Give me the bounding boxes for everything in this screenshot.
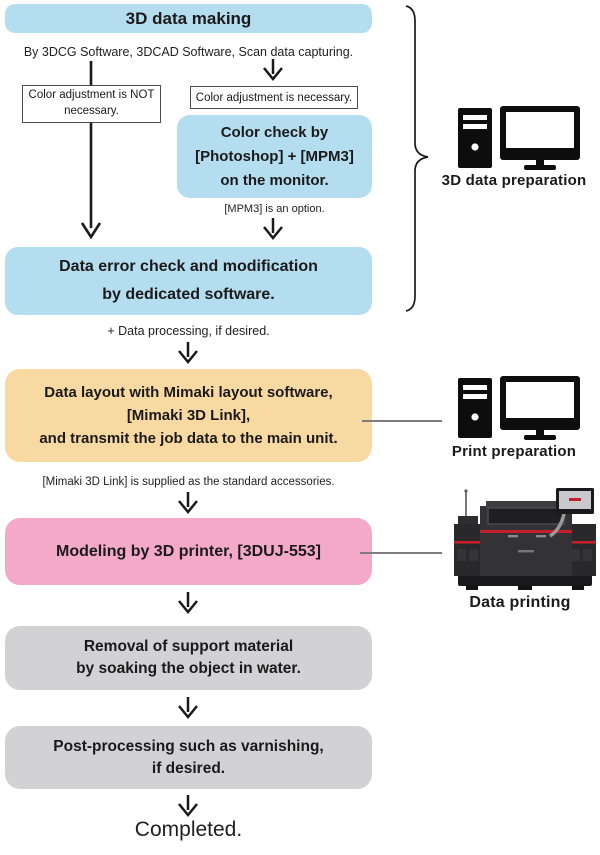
step-label-line: by soaking the object in water. (76, 660, 301, 677)
group-label-data-printing: Data printing (469, 594, 571, 611)
step-label-line: [Photoshop] + [MPM3] (195, 147, 354, 165)
down-arrow-icon (178, 592, 198, 614)
step-label-line: Data layout with Mimaki layout software, (44, 383, 333, 401)
branch-color-adjustment-necessary: Color adjustment is necessary. (190, 86, 358, 109)
step-color-check: Color check by [Photoshop] + [MPM3] on t… (177, 115, 372, 198)
step-label-line: on the monitor. (220, 171, 329, 189)
step-label-line: Data error check and modification (59, 258, 318, 275)
group-label-3d-data-preparation: 3D data preparation (441, 172, 587, 189)
down-arrow-icon (263, 218, 283, 240)
step-label-line: Removal of support material (83, 638, 294, 656)
step-post-processing: Post-processing such as varnishing, if d… (5, 726, 372, 789)
connector-line (362, 420, 442, 422)
step-support-removal: Removal of support material by soaking t… (5, 626, 372, 690)
branch-label-line: Color adjustment is NOT (28, 89, 155, 102)
down-arrow-icon (178, 697, 198, 719)
step-label-line: and transmit the job data to the main un… (39, 430, 338, 448)
desktop-computer-icon (458, 106, 580, 170)
note-3d-link-accessory: [Mimaki 3D Link] is supplied as the stan… (42, 476, 335, 488)
connector-line (360, 552, 442, 554)
grouping-brace (405, 5, 429, 312)
step-label-line: [Mimaki 3D Link], (126, 406, 251, 424)
step-label-line: Post-processing such as varnishing, (53, 737, 324, 755)
step-modeling: Modeling by 3D printer, [3DUJ-553] (5, 518, 372, 585)
down-arrow-icon (263, 59, 283, 81)
step-label: 3D data making (125, 8, 252, 28)
down-arrow-icon (178, 342, 198, 364)
note-mpm3-option: [MPM3] is an option. (224, 203, 325, 215)
branch-no-color-adjustment: Color adjustment is NOT necessary. (22, 85, 161, 123)
note-data-processing: + Data processing, if desired. (107, 324, 270, 338)
completed-text: Completed. (134, 818, 243, 841)
note-software-list: By 3DCG Software, 3DCAD Software, Scan d… (23, 45, 354, 59)
branch-label-line: necessary. (64, 105, 119, 117)
group-label-print-preparation: Print preparation (451, 443, 577, 460)
step-3d-data-making: 3D data making (5, 4, 372, 33)
step-label-line: Color check by (220, 123, 329, 141)
step-label: Modeling by 3D printer, [3DUJ-553] (56, 542, 321, 560)
step-label-line: by dedicated software. (102, 286, 275, 303)
branch-label: Color adjustment is necessary. (195, 91, 353, 104)
step-label-line: if desired. (151, 759, 226, 777)
3d-printer-image (454, 488, 596, 590)
down-arrow-icon (178, 795, 198, 817)
down-arrow-icon (178, 492, 198, 514)
step-data-layout: Data layout with Mimaki layout software,… (5, 369, 372, 462)
desktop-computer-icon (458, 376, 580, 440)
step-data-error-check: Data error check and modification by ded… (5, 247, 372, 315)
